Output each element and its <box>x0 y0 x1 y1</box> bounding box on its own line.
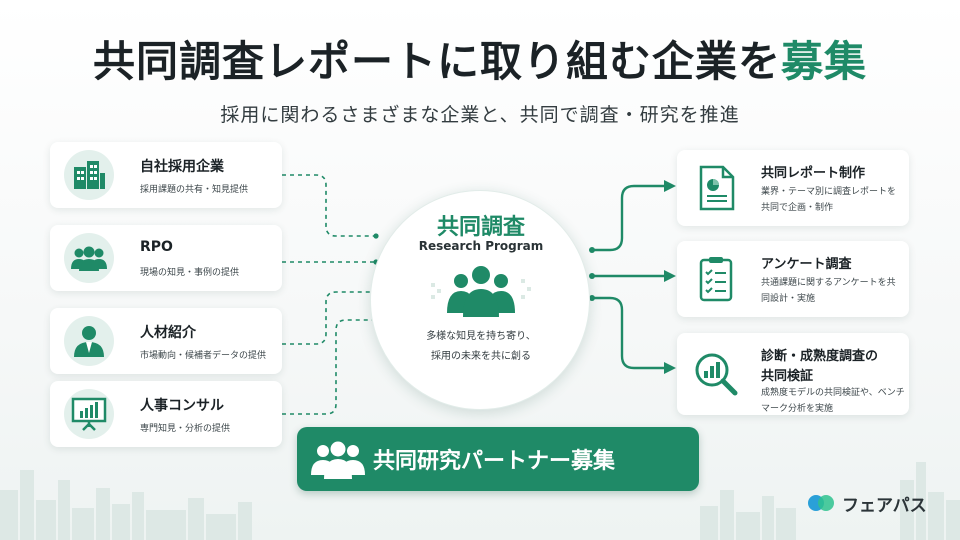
output-desc: 成熟度モデルの共同検証や、ベンチマーク分析を実施 <box>761 388 905 414</box>
group-icon <box>431 266 531 317</box>
output-label: 共同レポート制作 <box>761 166 866 181</box>
participant-label: RPO <box>140 239 173 255</box>
office-building-icon <box>64 150 114 200</box>
hub-caption-line-2: 採用の未来を共に創る <box>431 351 531 362</box>
participant-desc: 専門知見・分析の提供 <box>140 424 231 434</box>
city-skyline-background <box>0 462 960 540</box>
logo-mark-icon <box>808 495 834 511</box>
participant-label: 人事コンサル <box>140 398 224 414</box>
participant-desc: 採用課題の共有・知見提供 <box>140 185 249 195</box>
output-label: 診断・成熟度調査の共同検証 <box>761 349 879 384</box>
output-desc: 業界・テーマ別に調査レポートを共同で企画・制作 <box>761 187 897 213</box>
output-card-survey: アンケート調査 共通課題に関するアンケートを共同設計・実施 <box>677 241 909 317</box>
research-program-hub: 共同調査 Research Program 多様な知見を持ち寄り、 採用の未来を… <box>370 190 590 410</box>
magnifier-chart-icon <box>695 353 738 396</box>
partner-recruitment-banner[interactable]: 共同研究パートナー募集 <box>297 427 699 491</box>
report-document-icon <box>699 165 735 211</box>
page-title: 共同調査レポートに取り組む企業を募集 <box>92 37 868 86</box>
participant-label: 自社採用企業 <box>140 159 224 175</box>
clipboard-checklist-icon <box>699 257 733 302</box>
banner-label: 共同研究パートナー募集 <box>373 449 616 474</box>
title-accent: 募集 <box>781 37 868 86</box>
participant-card-rpo: RPO 現場の知見・事例の提供 <box>50 225 282 291</box>
hub-caption-line-1: 多様な知見を持ち寄り、 <box>426 331 536 342</box>
connector-participant-3 <box>282 291 376 345</box>
participant-card-in-house: 自社採用企業 採用課題の共有・知見提供 <box>50 142 282 208</box>
brand-logo: フェアパス <box>806 490 927 516</box>
presentation-board-icon <box>64 389 114 439</box>
output-label: アンケート調査 <box>761 257 852 272</box>
page-subtitle: 採用に関わるさまざまな企業と、共同で調査・研究を推進 <box>220 104 740 126</box>
participant-desc: 現場の知見・事例の提供 <box>140 268 240 278</box>
hub-title: 共同調査 <box>436 215 525 240</box>
participant-label: 人材紹介 <box>140 325 196 341</box>
connector-output-3 <box>592 296 666 370</box>
output-card-maturity-assessment: 診断・成熟度調査の共同検証 成熟度モデルの共同検証や、ベンチマーク分析を実施 <box>677 333 909 415</box>
business-person-icon <box>64 316 114 366</box>
connector-participant-1 <box>282 174 376 237</box>
hub-subtitle: Research Program <box>418 239 544 253</box>
connector-participant-4 <box>282 319 378 415</box>
participant-desc: 市場動向・候補者データの提供 <box>140 351 267 361</box>
output-desc: 共通課題に関するアンケートを共同設計・実施 <box>761 278 896 304</box>
participant-card-hr-consulting: 人事コンサル 専門知見・分析の提供 <box>50 381 282 447</box>
participant-card-recruiting-agency: 人材紹介 市場動向・候補者データの提供 <box>50 308 282 374</box>
connector-output-1 <box>592 184 666 252</box>
people-icon <box>311 441 365 479</box>
brand-name: フェアパス <box>842 495 927 516</box>
output-card-joint-report: 共同レポート制作 業界・テーマ別に調査レポートを共同で企画・制作 <box>677 150 909 226</box>
team-icon <box>64 233 114 283</box>
